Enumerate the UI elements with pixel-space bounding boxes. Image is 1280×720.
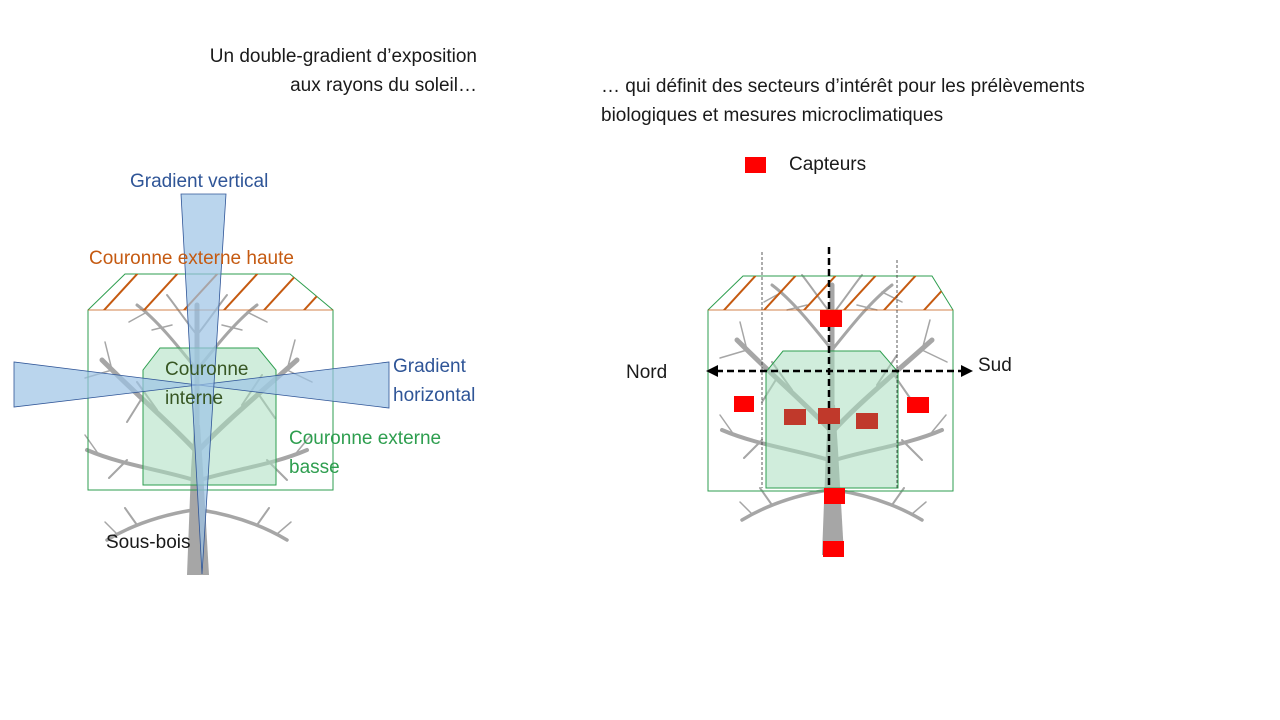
sensor-marker	[818, 408, 840, 424]
label-couronne-externe-basse-line1: Couronne externe	[289, 428, 442, 449]
sensor-marker	[856, 413, 878, 429]
north-arrowhead	[706, 365, 718, 377]
right-caption-line1: … qui définit des secteurs d’intérêt pou…	[601, 76, 1085, 97]
left-vertical-gradient	[180, 193, 227, 575]
label-gradient-horizontal-line1: Gradient	[393, 356, 466, 377]
label-nord: Nord	[626, 362, 668, 383]
sensors	[734, 310, 929, 557]
label-couronne-externe-haute: Couronne externe haute	[89, 248, 294, 269]
sensor-marker	[824, 488, 845, 504]
label-sous-bois: Sous-bois	[106, 532, 191, 553]
label-gradient-horizontal-line2: horizontal	[393, 385, 476, 406]
sensor-marker	[784, 409, 806, 425]
legend-label-capteurs: Capteurs	[789, 154, 867, 175]
sensor-marker	[734, 396, 754, 412]
right-diagram	[706, 157, 973, 557]
label-couronne-interne: Couronne interne	[165, 355, 248, 413]
south-arrowhead	[961, 365, 973, 377]
label-couronne-interne-line1: Couronne	[165, 359, 249, 380]
sensor-marker	[820, 310, 842, 327]
label-sud: Sud	[978, 355, 1012, 376]
right-caption-line2: biologiques et mesures microclimatiques	[601, 105, 944, 126]
left-caption-line1: Un double-gradient d’exposition	[209, 46, 477, 67]
left-diagram	[13, 193, 390, 575]
sensor-marker	[907, 397, 929, 413]
label-couronne-externe-basse-line2: basse	[289, 457, 340, 478]
right-caption: … qui définit des secteurs d’intérêt pou…	[601, 72, 1085, 130]
label-couronne-interne-line2: interne	[165, 388, 224, 409]
left-caption-line2: aux rayons du soleil…	[290, 75, 477, 96]
legend-sensor-swatch	[745, 157, 766, 173]
label-couronne-externe-basse: Couronne externe basse	[289, 424, 441, 482]
sensor-marker	[823, 541, 844, 557]
label-gradient-horizontal: Gradient horizontal	[393, 352, 475, 410]
label-gradient-vertical: Gradient vertical	[130, 171, 269, 192]
left-caption: Un double-gradient d’exposition aux rayo…	[210, 42, 477, 100]
